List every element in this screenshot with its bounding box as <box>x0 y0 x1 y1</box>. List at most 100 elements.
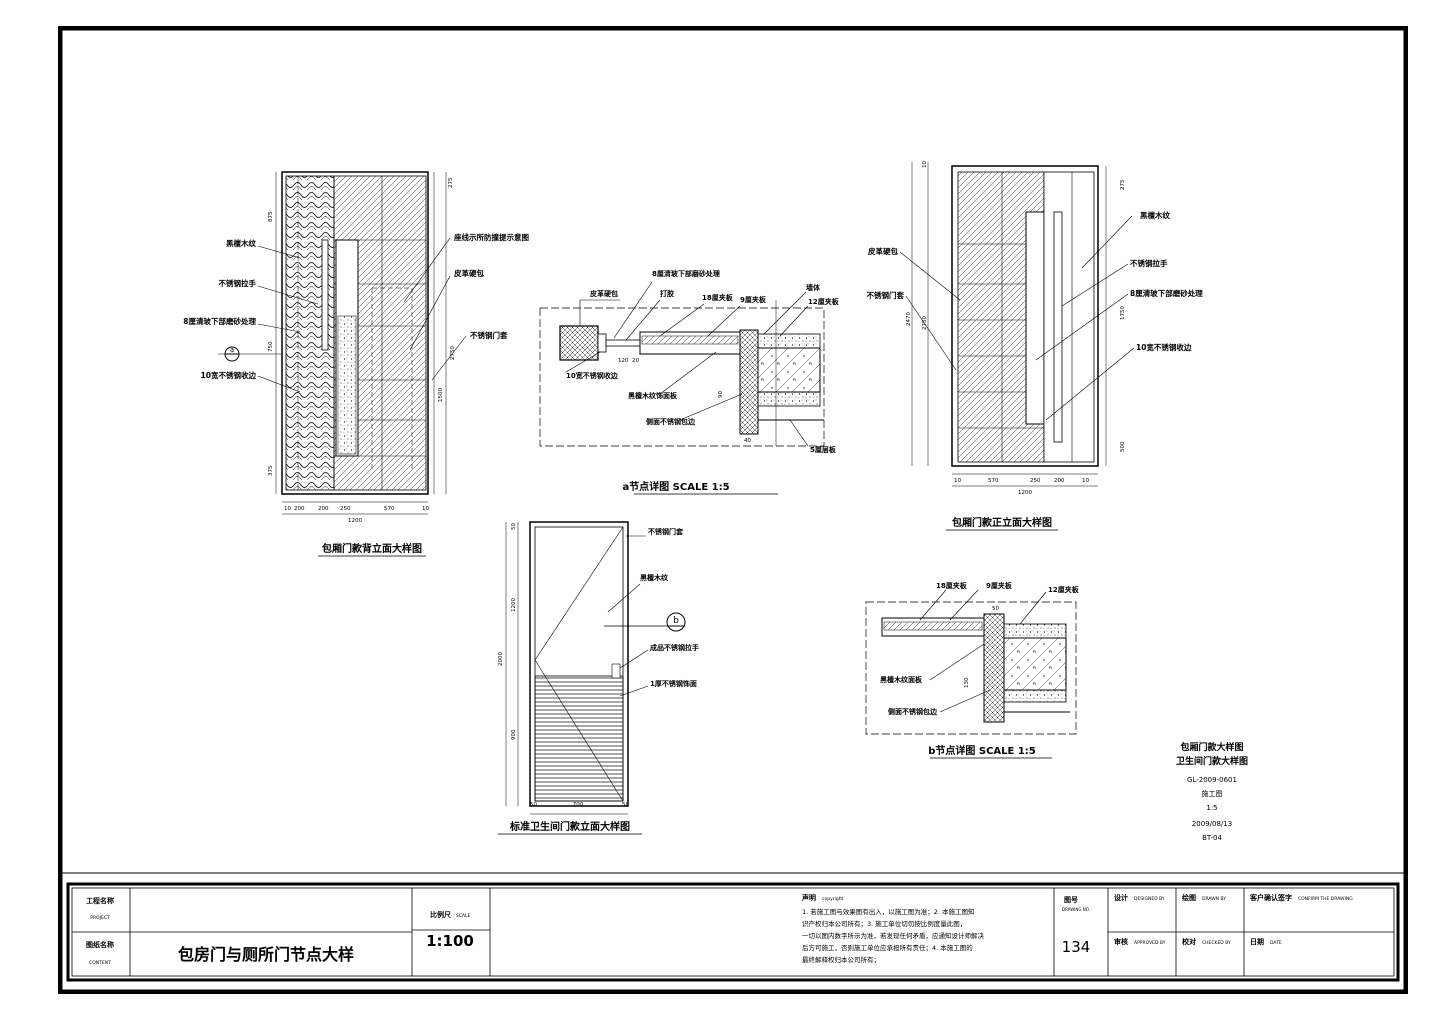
side-scale: 1:5 <box>1206 804 1217 812</box>
notes-title: 声明 <box>801 893 816 902</box>
dim-top: 275 <box>448 177 454 188</box>
side-page: BT-04 <box>1202 834 1222 842</box>
label-leather-pad: 皮革硬包 <box>453 268 484 278</box>
drawing-no: 134 <box>1062 938 1091 956</box>
side-title-1: 包厢门款大样图 <box>1179 741 1243 753</box>
label-frosted-glass: 8厘清玻下部磨砂处理 <box>183 316 256 326</box>
dim-right-1: 1500 <box>438 388 444 402</box>
side-stage: 施工图 <box>1202 789 1223 798</box>
section-mark-a-label: a <box>230 346 234 354</box>
front-dim-bottom-4: 200 <box>1054 478 1065 484</box>
node-a-label-3: 打胶 <box>660 289 674 298</box>
node-b-label-4: 黑檀木纹面板 <box>880 675 923 684</box>
node-b-label-5: 侧面不锈钢包边 <box>888 707 938 716</box>
node-a-label-8: 10宽不锈钢收边 <box>566 371 619 380</box>
notes-line-1: 1. 若施工图与效果图有出入，以施工图为准；2. 本施工图知 <box>802 907 975 916</box>
node-b-title: b节点详图 SCALE 1:5 <box>928 744 1036 757</box>
wc-dim-bottom-1: 50 <box>530 802 537 808</box>
node-a-label-6: 墙体 <box>806 283 821 292</box>
scale-value: 1:100 <box>426 932 474 950</box>
front-label-6: 10宽不锈钢收边 <box>1136 342 1192 352</box>
node-b-label-3: 12厘夹板 <box>1048 585 1080 594</box>
dim-left-1: 875 <box>268 211 274 222</box>
node-a-label-11: 5厘层板 <box>810 445 837 454</box>
checked-label-en: CHECKED BY <box>1202 940 1231 946</box>
front-dim-left-2: 2750 <box>922 316 928 330</box>
notes-title-en: copyright <box>822 896 844 902</box>
dim-bottom-4: 250 <box>340 506 351 512</box>
label-steel-edge: 10宽不锈钢收边 <box>201 370 257 380</box>
front-dim-left-1: 2470 <box>906 312 912 326</box>
dim-left-2: 750 <box>268 341 274 352</box>
section-mark-b-label: b <box>673 616 679 626</box>
drawing-no-label: 图号 <box>1064 895 1078 904</box>
front-dim-bottom-3: 250 <box>1030 478 1041 484</box>
node-a-label-7: 12厘夹板 <box>808 297 840 306</box>
approved-label-en: APPROVED BY <box>1134 940 1166 946</box>
front-dim-bottom-2: 570 <box>988 478 999 484</box>
wc-dim-bottom-2: 700 <box>573 802 584 808</box>
node-a-title: a节点详图 SCALE 1:5 <box>622 480 729 493</box>
side-date: 2009/08/13 <box>1192 820 1232 828</box>
dim-bottom-1: 10 <box>284 506 291 512</box>
node-a-label-10: 侧面不锈钢包边 <box>646 417 696 426</box>
wc-label-1: 不锈钢门套 <box>648 527 684 536</box>
designed-label: 设计 <box>1114 893 1128 902</box>
front-label-3: 黑檀木纹 <box>1140 210 1170 220</box>
drawn-label: 绘图 <box>1182 893 1196 902</box>
node-a-label-2: 8厘清玻下部磨砂处理 <box>652 269 720 278</box>
drawing-name: 包房门与厕所门节点大样 <box>178 945 354 964</box>
label-warning-line: 座线示所防撞提示意图 <box>453 232 529 242</box>
side-code: GL-2009-0601 <box>1187 776 1237 784</box>
notes-line-2: 识产权归本公司所有；3. 施工单位切勿按比例度量此图， <box>802 919 966 928</box>
label-steel-handle: 不锈钢拉手 <box>219 278 257 288</box>
dim-total: 1200 <box>348 518 362 524</box>
wc-dim-bottom-3: 50 <box>622 802 629 808</box>
dim-bottom-2: 200 <box>294 506 305 512</box>
node-a-label-1: 皮革硬包 <box>589 289 618 298</box>
designed-label-en: DESIGNED BY <box>1134 896 1165 902</box>
front-label-4: 不锈钢拉手 <box>1130 258 1168 268</box>
scale-label: 比例尺 <box>430 910 451 919</box>
node-b-dim-2: 130 <box>964 677 970 688</box>
project-label-en: PROJECT <box>90 915 110 921</box>
notes-line-4: 后方可施工，否则施工单位应承担所有责任；4. 本施工图的 <box>802 943 973 952</box>
wc-dim-1: 50 <box>511 523 517 530</box>
node-b-label-2: 9厘夹板 <box>986 581 1013 590</box>
dim-bottom-6: 10 <box>422 506 429 512</box>
front-label-2: 不锈钢门套 <box>867 290 905 300</box>
label-ebony-wood: 黑檀木纹 <box>226 238 256 248</box>
back-elevation-title: 包厢门款背立面大样图 <box>322 542 422 555</box>
wc-label-2: 黑檀木纹 <box>640 573 669 582</box>
date-label: 日期 <box>1250 937 1264 946</box>
front-elevation-title: 包厢门款正立面大样图 <box>952 516 1052 529</box>
inner-frame <box>61 29 1405 991</box>
drawing-no-label-en: DRAWING NO. <box>1062 907 1090 912</box>
front-dim-top-2: 275 <box>1120 179 1126 190</box>
node-a-dim-2: 20 <box>632 358 639 364</box>
node-b-view: 18厘夹板 9厘夹板 12厘夹板 黑檀木纹面板 侧面不锈钢包边 50 130 b… <box>865 581 1080 759</box>
wc-dim-4: 900 <box>511 729 517 740</box>
front-dim-bottom-1: 10 <box>954 478 961 484</box>
front-label-5: 8厘清玻下部磨砂处理 <box>1130 288 1203 298</box>
wc-elevation-title: 标准卫生间门款立面大样图 <box>509 820 630 833</box>
title-block: 工程名称 PROJECT 图纸名称 CONTENT 包房门与厕所门节点大样 比例… <box>66 882 1400 982</box>
dim-bottom-5: 570 <box>384 506 395 512</box>
front-label-1: 皮革硬包 <box>867 246 898 256</box>
node-a-label-4: 18厘夹板 <box>702 293 734 302</box>
drawing-border <box>58 26 1408 994</box>
notes-line-3: 一切以图内数字所示为准，若发现任何矛盾，应通知设计师解决 <box>802 931 985 940</box>
front-dim-right-2: 500 <box>1120 441 1126 452</box>
wc-dim-3: 2000 <box>498 652 504 666</box>
node-a-dim-1: 120 <box>618 358 629 364</box>
notes-line-5: 最终解释权归本公司所有； <box>802 955 880 964</box>
side-info: 包厢门款大样图 卫生间门款大样图 GL-2009-0601 施工图 1:5 20… <box>1176 741 1248 842</box>
node-a-dim-3: 40 <box>744 438 751 444</box>
dim-right-2: 2750 <box>450 346 456 360</box>
approved-label: 审核 <box>1114 937 1128 946</box>
node-a-label-5: 9厘夹板 <box>740 295 767 304</box>
content-label-en: CONTENT <box>89 960 111 966</box>
side-title-2: 卫生间门款大样图 <box>1176 755 1248 767</box>
wc-elevation-view: b 不锈钢门套 黑檀木纹 成品不锈钢拉手 1厚不锈钢饰面 50 1200 200… <box>498 521 699 835</box>
confirm-label-en: CONFIRM THE DRAWING <box>1298 896 1353 902</box>
